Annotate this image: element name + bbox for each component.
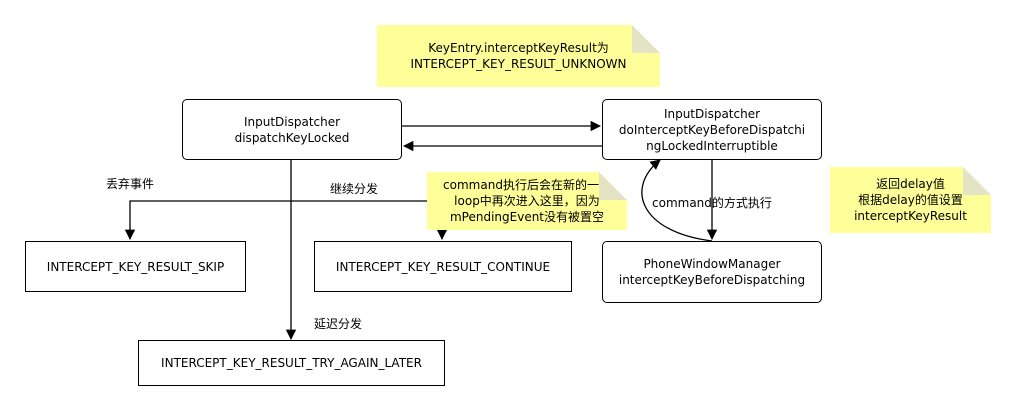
node-result-continue-label: INTERCEPT_KEY_RESULT_CONTINUE: [335, 259, 551, 274]
node-result-try-again-later: INTERCEPT_KEY_RESULT_TRY_AGAIN_LATER: [138, 340, 445, 386]
node-result-skip: INTERCEPT_KEY_RESULT_SKIP: [25, 241, 246, 292]
label-discard-event: 丢弃事件: [106, 177, 155, 191]
node-result-try-again-later-label: INTERCEPT_KEY_RESULT_TRY_AGAIN_LATER: [161, 356, 422, 370]
node-do-intercept-key-label: InputDispatcher doInterceptKeyBeforeDisp…: [618, 106, 806, 153]
node-do-intercept-key: InputDispatcher doInterceptKeyBeforeDisp…: [602, 99, 822, 160]
label-continue-dispatch: 继续分发: [330, 182, 379, 196]
edge-pwm-to-intercept: [641, 159, 713, 242]
edge-dispatch-to-skip: [124, 200, 291, 241]
node-dispatch-key-locked: InputDispatcher dispatchKeyLocked: [182, 99, 402, 160]
node-result-skip-label: INTERCEPT_KEY_RESULT_SKIP: [46, 259, 225, 274]
edge-dispatch-to-continue: [291, 200, 448, 241]
note-delay: 返回delay值 根据delay的值设置 interceptKeyResult: [830, 167, 991, 233]
note-command-loop: command执行后会在新的一轮 loop中再次进入这里，因为 mPending…: [427, 172, 627, 230]
node-dispatch-key-locked-label: InputDispatcher dispatchKeyLocked: [234, 114, 350, 145]
node-phone-window-manager-label: PhoneWindowManager interceptKeyBeforeDis…: [618, 257, 806, 287]
label-command-execute: command的方式执行: [652, 196, 772, 210]
label-delay-dispatch: 延迟分发: [314, 317, 363, 331]
node-phone-window-manager: PhoneWindowManager interceptKeyBeforeDis…: [602, 241, 822, 303]
note-intercept-key-result: KeyEntry.interceptKeyResult为 INTERCEPT_K…: [377, 25, 660, 87]
node-result-continue: INTERCEPT_KEY_RESULT_CONTINUE: [314, 241, 572, 292]
